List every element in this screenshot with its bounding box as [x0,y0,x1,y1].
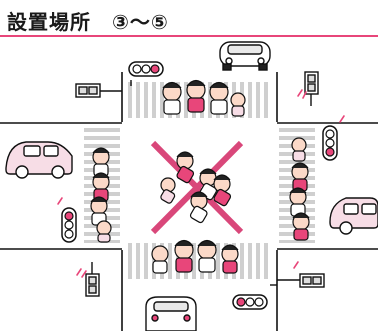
road-edges [0,72,378,331]
diagonal-children [160,151,232,224]
children-right-crosswalk [289,137,310,241]
traffic-light-icon [61,207,77,243]
pedestrian-signal-icon [277,273,325,288]
pedestrian-signal-icon [75,83,122,98]
car-bottom [145,296,197,331]
car-top [219,41,271,71]
children-bottom-crosswalk [151,239,239,274]
car-right [329,197,378,235]
title-underline [0,35,378,37]
intersection-illustration [0,41,378,331]
traffic-light-icon [128,61,164,86]
traffic-light-icon [322,125,338,161]
x-mark-icon [150,140,244,235]
pedestrian-signal-icon [85,262,100,297]
children-left-crosswalk [90,147,112,243]
signal-glow-marks [57,89,345,278]
page-title: 設置場所 ③～⑤ [7,10,169,34]
traffic-light-icon [232,284,277,310]
pedestrian-signal-icon [304,71,319,106]
car-left [5,141,73,179]
children-top-crosswalk [162,79,246,117]
header: 設置場所 ③～⑤ [0,0,378,38]
